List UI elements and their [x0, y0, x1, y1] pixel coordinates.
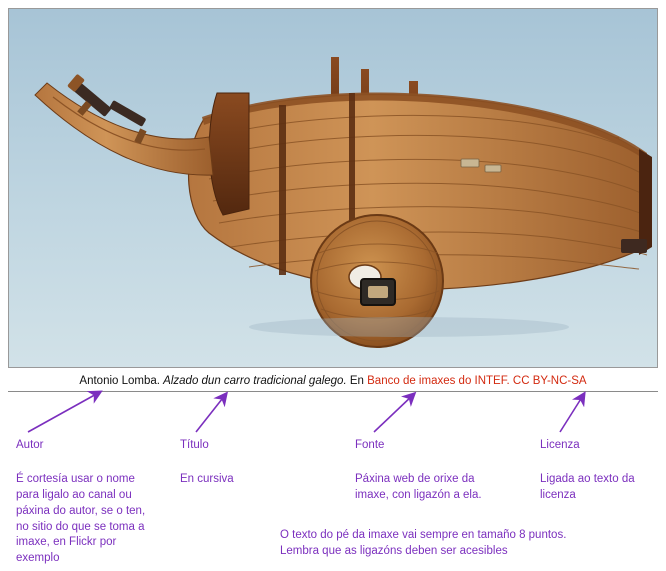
annotation-note-fonte: Páxina web de orixe da imaxe, con ligazó…	[355, 473, 482, 501]
annotation-footer-note: O texto do pé da imaxe vai sempre en tam…	[280, 529, 567, 557]
caption-source-link[interactable]: Banco de imaxes do INTEF.	[367, 374, 510, 387]
annotation-note-titulo: En cursiva	[180, 473, 234, 485]
annotation-label-autor: Autor	[16, 439, 44, 451]
annotation-label-titulo: Título	[180, 439, 209, 451]
figure-image	[8, 8, 658, 368]
annotation-note-licenza: Ligada ao texto da licenza	[540, 473, 635, 501]
annotation-label-fonte: Fonte	[355, 439, 385, 451]
caption-connector: En	[349, 374, 364, 387]
caption-license-link[interactable]: CC BY-NC-SA	[512, 374, 587, 387]
caption-author: Antonio Lomba.	[79, 374, 160, 387]
annotation-label-licenza: Licenza	[540, 439, 580, 451]
caption-title: Alzado dun carro tradicional galego.	[163, 374, 347, 387]
cart-wheel	[310, 214, 444, 348]
figure-caption: Antonio Lomba. Alzado dun carro tradicio…	[8, 370, 658, 392]
annotation-note-autor: É cortesía usar o nome para ligalo ao ca…	[16, 473, 146, 565]
cart-illustration	[9, 9, 657, 367]
